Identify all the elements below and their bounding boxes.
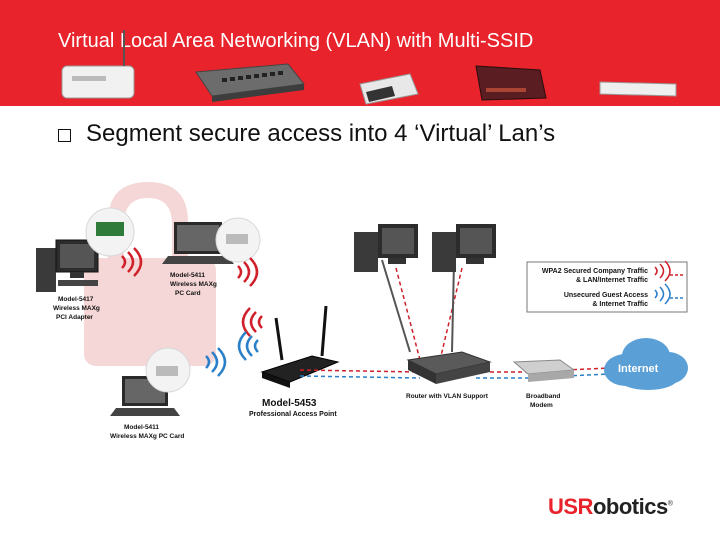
internet-cloud xyxy=(604,338,688,390)
legend-box: WPA2 Secured Company Traffic & LAN/Inter… xyxy=(526,260,688,313)
pc-card-device xyxy=(359,73,419,105)
desktop-right-1 xyxy=(354,224,418,272)
router-label: Router with VLAN Support xyxy=(406,393,489,400)
pci-label-2: Wireless MAXg xyxy=(53,305,100,312)
vlan-router xyxy=(406,351,492,384)
pci-label-3: PCI Adapter xyxy=(56,314,93,321)
desktop-right-2 xyxy=(432,224,496,272)
internet-label: Internet xyxy=(618,363,659,375)
legend-guest-line2: & Internet Traffic xyxy=(592,301,648,308)
router-device xyxy=(61,30,135,99)
solid-cables xyxy=(381,259,455,353)
legend-secure-line1: WPA2 Secured Company Traffic xyxy=(542,268,648,275)
modem-label-1: Broadband xyxy=(526,393,560,400)
switch-device xyxy=(195,63,305,102)
desktop-pci-computer xyxy=(36,207,135,292)
pc-card-top-label-1: Model-5411 xyxy=(170,272,205,279)
lock-watermark xyxy=(84,182,216,366)
legend-secure-line2: & LAN/Internet Traffic xyxy=(576,277,648,284)
pc-card-top-label-3: PC Card xyxy=(175,290,201,297)
slide-title: Virtual Local Area Networking (VLAN) wit… xyxy=(58,30,534,52)
pc-card-bottom-label-1: Model-5411 xyxy=(124,424,159,431)
usb-adapter-device xyxy=(599,81,677,97)
pc-card-bottom-label-2: Wireless MAXg PC Card xyxy=(110,433,184,440)
access-point xyxy=(260,305,340,388)
ap-label-1: Model-5453 xyxy=(262,398,317,409)
modem-label-2: Modem xyxy=(530,402,553,409)
broadband-modem xyxy=(512,359,576,382)
usrobotics-logo: USRobotics® xyxy=(548,494,673,520)
laptop-top xyxy=(162,217,261,264)
legend-guest-line1: Unsecured Guest Access xyxy=(564,292,648,299)
pc-card-top-label-2: Wireless MAXg xyxy=(170,281,217,288)
logo-mark: ® xyxy=(667,500,673,508)
checkbox-bullet-icon xyxy=(58,129,71,142)
logo-us: USR xyxy=(548,494,593,519)
ap-label-2: Professional Access Point xyxy=(249,411,337,418)
laptop-bottom xyxy=(110,347,191,416)
modem-device xyxy=(475,65,547,101)
pci-label-1: Model-5417 xyxy=(58,296,94,303)
logo-rest: obotics xyxy=(592,494,668,519)
wireless-signals xyxy=(121,247,263,377)
bullet-text: Segment secure access into 4 ‘Virtual’ L… xyxy=(86,120,556,147)
